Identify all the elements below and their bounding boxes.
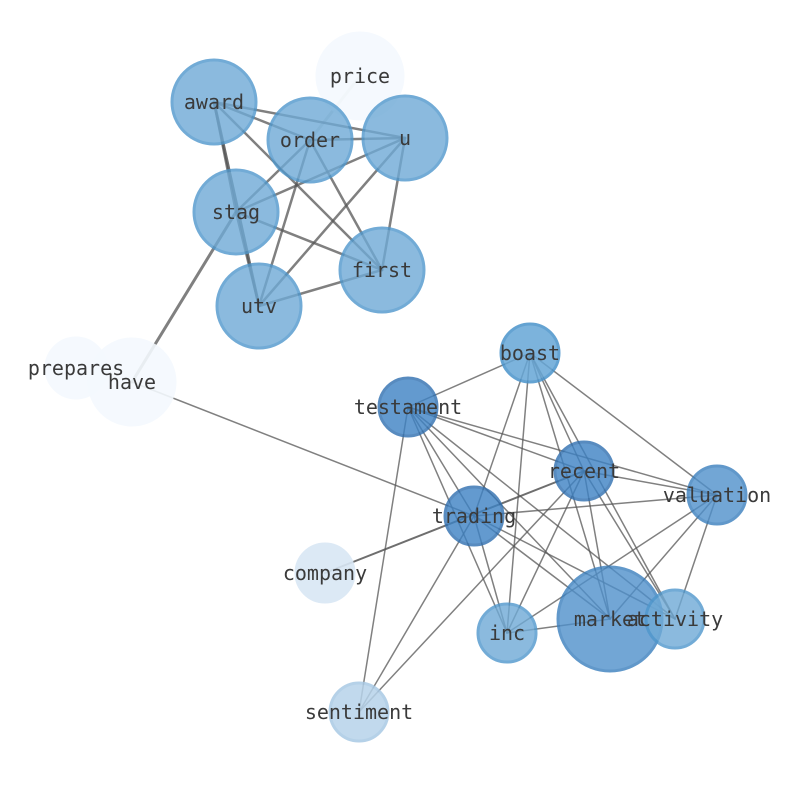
node-label-recent: recent	[548, 459, 620, 483]
edge-testament-recent	[407, 406, 585, 472]
node-label-activity: activity	[627, 607, 723, 631]
node-sentiment[interactable]	[328, 681, 390, 743]
node-label-order: order	[280, 128, 340, 152]
node-layer: price award order u stag first utv prepareshave…	[28, 31, 771, 743]
node-label-stag: stag	[212, 200, 260, 224]
edge-recent-sentiment	[358, 470, 585, 713]
node-inc[interactable]	[476, 602, 538, 664]
node-first[interactable]	[338, 226, 426, 314]
edge-have-trading	[131, 381, 475, 517]
node-price[interactable]	[315, 31, 405, 121]
node-award[interactable]	[170, 58, 258, 146]
node-u[interactable]	[361, 94, 449, 182]
edge-trading-sentiment	[358, 515, 475, 713]
node-label-price: price	[330, 64, 390, 88]
node-label-trading: trading	[432, 504, 516, 528]
node-label-valuation: valuation	[663, 483, 771, 507]
node-label-utv: utv	[241, 294, 277, 318]
node-label-prepares: prepares	[28, 356, 124, 380]
node-label-boast: boast	[500, 341, 560, 365]
node-valuation[interactable]	[686, 464, 748, 526]
node-stag[interactable]	[192, 168, 280, 256]
node-label-have: have	[108, 370, 156, 394]
node-label-testament: testament	[354, 395, 462, 419]
node-label-sentiment: sentiment	[305, 700, 413, 724]
node-label-market: market	[574, 607, 646, 631]
edge-boast-valuation	[529, 352, 718, 496]
edge-trading-valuation	[473, 494, 718, 517]
edge-testament-sentiment	[358, 406, 409, 713]
node-boast[interactable]	[499, 322, 561, 384]
node-label-award: award	[184, 90, 244, 114]
edge-valuation-inc	[506, 494, 718, 634]
node-label-first: first	[352, 258, 412, 282]
node-recent[interactable]	[553, 440, 615, 502]
node-order[interactable]	[266, 96, 354, 184]
node-utv[interactable]	[215, 262, 303, 350]
node-trading[interactable]	[443, 485, 505, 547]
edge-boast-inc	[506, 352, 531, 634]
node-label-u: u	[399, 126, 411, 150]
node-label-inc: inc	[489, 621, 525, 645]
node-company[interactable]	[294, 542, 356, 604]
node-have[interactable]	[87, 337, 177, 427]
node-activity[interactable]	[644, 588, 706, 650]
label-layer: price award order u stag first utv prepareshave…	[28, 64, 771, 724]
node-label-company: company	[283, 561, 367, 585]
node-testament[interactable]	[377, 376, 439, 438]
